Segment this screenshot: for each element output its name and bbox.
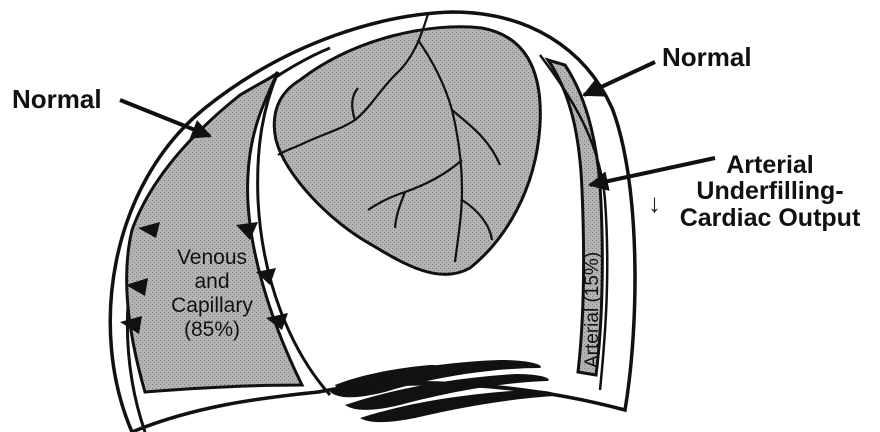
label-arterial-underfilling: Arterial Underfilling- Cardiac Output bbox=[660, 152, 880, 231]
label-arterial-line3: Cardiac Output bbox=[660, 205, 880, 231]
label-venous-line2: and bbox=[142, 270, 282, 294]
label-venous-capillary: Venous and Capillary (85%) bbox=[142, 246, 282, 343]
label-normal-left: Normal bbox=[12, 86, 102, 113]
label-normal-right: Normal bbox=[662, 44, 752, 71]
label-arterial-line2: Underfilling- bbox=[660, 178, 880, 204]
label-venous-line3: Capillary bbox=[142, 294, 282, 318]
label-arterial-compartment: Arterial (15%) bbox=[582, 252, 604, 368]
down-arrow-icon: ↓ bbox=[648, 188, 661, 219]
label-venous-line4: (85%) bbox=[142, 318, 282, 342]
label-arterial-line1: Arterial bbox=[660, 152, 880, 178]
label-venous-line1: Venous bbox=[142, 246, 282, 270]
